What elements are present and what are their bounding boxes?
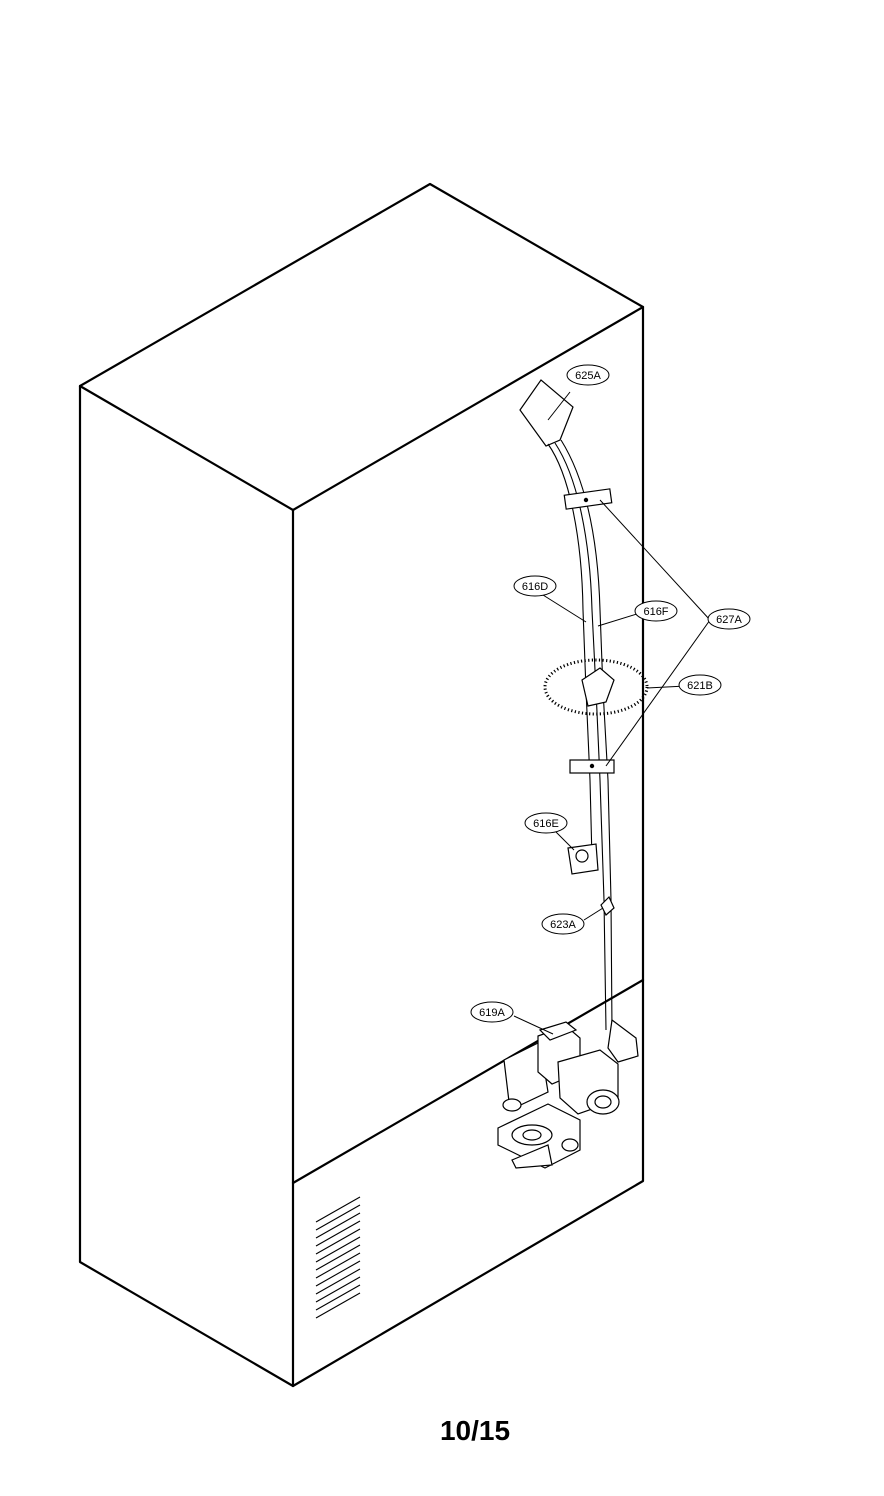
leader-lines	[513, 391, 711, 1035]
water-tubes	[519, 379, 649, 1031]
svg-text:621B: 621B	[687, 680, 713, 692]
cabinet-back	[291, 305, 645, 1388]
callout-627a: 627A	[707, 608, 751, 630]
svg-text:625A: 625A	[575, 370, 601, 382]
callout-616d: 616D	[513, 575, 557, 597]
callout-616e: 616E	[524, 812, 568, 834]
svg-text:616D: 616D	[522, 581, 548, 593]
callout-623a: 623A	[541, 913, 585, 935]
svg-text:616F: 616F	[643, 606, 668, 618]
tube-clamp-upper	[563, 488, 613, 510]
callout-621b: 621B	[678, 674, 722, 696]
cabinet-top	[78, 182, 645, 512]
detail-circle-621b	[543, 658, 649, 716]
callout-625a: 625A	[566, 364, 610, 386]
cabinet-side	[78, 384, 295, 1388]
tube-clip-623a	[600, 895, 615, 916]
refrigerator-cabinet	[78, 182, 645, 1388]
machine-compartment-line	[291, 978, 645, 1185]
svg-text:627A: 627A	[716, 614, 742, 626]
svg-text:616E: 616E	[533, 818, 559, 830]
svg-text:619A: 619A	[479, 1007, 505, 1019]
water-valve-assembly-619a	[497, 1018, 639, 1169]
callout-619a: 619A	[470, 1001, 514, 1023]
svg-text:623A: 623A	[550, 919, 576, 931]
callout-616f: 616F	[634, 600, 678, 622]
vent-grille	[315, 1196, 361, 1319]
tube-connector	[581, 667, 615, 707]
page-number: 10/15	[440, 1415, 510, 1446]
tube-clip-625a	[519, 379, 574, 447]
